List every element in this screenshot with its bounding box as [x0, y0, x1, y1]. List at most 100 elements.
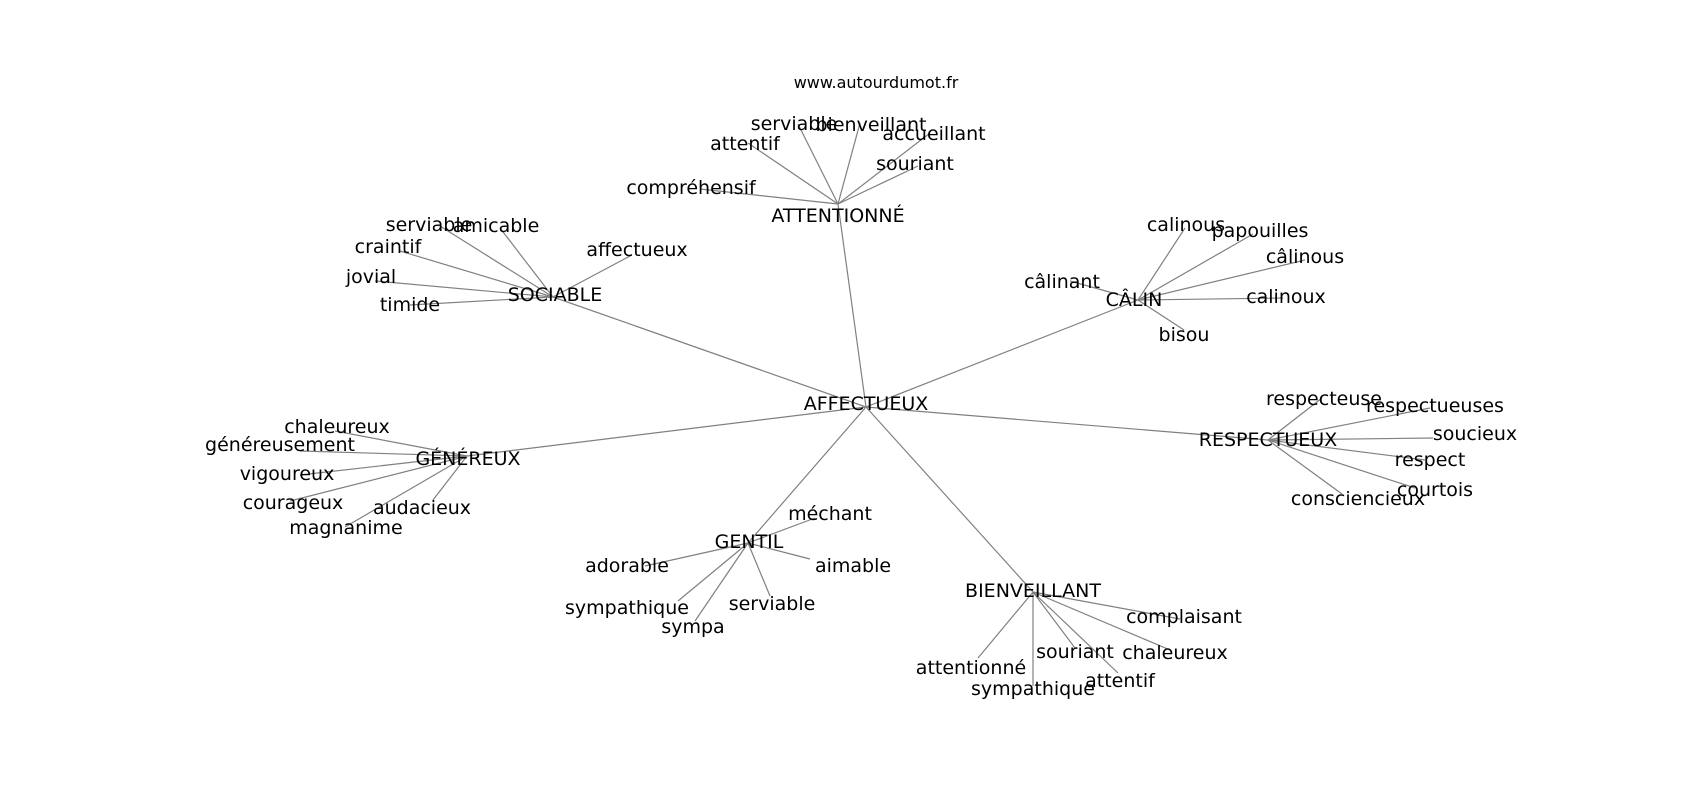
- edge-root-hub: [466, 406, 867, 457]
- word-node[interactable]: audacieux: [373, 497, 471, 519]
- edge-hub-word: [1267, 397, 1323, 441]
- word-node[interactable]: méchant: [788, 503, 872, 525]
- word-node[interactable]: calinous: [1147, 214, 1225, 236]
- hub-node[interactable]: RESPECTUEUX: [1199, 429, 1337, 451]
- word-node[interactable]: courageux: [243, 492, 344, 514]
- root-node[interactable]: AFFECTUEUX: [804, 393, 929, 415]
- word-node[interactable]: accueillant: [882, 123, 985, 145]
- word-node[interactable]: respecteuse: [1266, 388, 1382, 410]
- word-node[interactable]: généreusement: [205, 434, 355, 456]
- edge-hub-word: [837, 132, 931, 205]
- edge-hub-word: [1137, 299, 1185, 331]
- edge-root-hub: [837, 203, 867, 408]
- word-node[interactable]: timide: [380, 294, 440, 316]
- edge-hub-word: [552, 255, 631, 298]
- word-node[interactable]: aimable: [815, 555, 891, 577]
- edge-hub-word: [1032, 591, 1181, 620]
- edge-hub-word: [399, 250, 554, 298]
- word-node[interactable]: soucieux: [1433, 423, 1517, 445]
- edges: [289, 122, 1434, 686]
- edge-hub-word: [1267, 439, 1343, 495]
- edge-hub-word: [299, 450, 468, 457]
- word-node[interactable]: respect: [1395, 449, 1466, 471]
- word-node[interactable]: adorable: [585, 555, 669, 577]
- labels: AFFECTUEUXATTENTIONNÉserviablebienveilla…: [205, 113, 1517, 700]
- word-node[interactable]: amicable: [453, 215, 540, 237]
- word-node[interactable]: bisou: [1159, 324, 1210, 346]
- edge-hub-word: [677, 542, 749, 602]
- edge-hub-word: [699, 188, 839, 205]
- word-node[interactable]: câlinous: [1266, 246, 1344, 268]
- word-node[interactable]: souriant: [1036, 641, 1114, 663]
- edge-root-hub: [552, 296, 867, 408]
- edge-hub-word: [439, 225, 554, 298]
- edge-hub-word: [1137, 233, 1254, 301]
- edge-hub-word: [299, 455, 468, 476]
- edge-hub-word: [747, 142, 839, 205]
- edge-hub-word: [1137, 297, 1284, 301]
- edge-hub-word: [1267, 437, 1434, 441]
- word-node[interactable]: serviable: [729, 593, 816, 615]
- word-node[interactable]: craintif: [355, 236, 423, 258]
- edge-hub-word: [837, 165, 919, 205]
- word-node[interactable]: complaisant: [1126, 606, 1242, 628]
- hub-node[interactable]: ATTENTIONNÉ: [771, 204, 904, 227]
- word-node[interactable]: sympathique: [971, 678, 1095, 700]
- word-node[interactable]: attentif: [1085, 670, 1156, 692]
- edge-hub-word: [289, 455, 468, 502]
- edge-hub-word: [432, 455, 468, 501]
- word-node[interactable]: chaleureux: [1122, 642, 1228, 664]
- edge-hub-word: [344, 455, 468, 528]
- word-node[interactable]: bienveillant: [816, 114, 927, 136]
- edge-hub-word: [747, 517, 816, 544]
- edge-hub-word: [1267, 407, 1431, 441]
- edge-root-hub: [865, 299, 1139, 408]
- word-node[interactable]: jovial: [345, 266, 396, 288]
- word-node[interactable]: serviable: [751, 113, 838, 135]
- word-node[interactable]: calinoux: [1246, 286, 1326, 308]
- edge-hub-word: [499, 227, 554, 298]
- hub-node[interactable]: SOCIABLE: [508, 284, 603, 306]
- edge-hub-word: [1032, 591, 1076, 649]
- edge-hub-word: [747, 542, 771, 597]
- word-node[interactable]: sympathique: [565, 597, 689, 619]
- word-node[interactable]: respectueuses: [1366, 395, 1504, 417]
- edge-hub-word: [747, 542, 811, 560]
- word-node[interactable]: chaleureux: [284, 416, 390, 438]
- edge-root-hub: [865, 406, 1034, 593]
- word-node[interactable]: affectueux: [586, 239, 687, 261]
- edge-hub-word: [1137, 227, 1186, 301]
- word-node[interactable]: consciencieux: [1291, 488, 1425, 510]
- word-node[interactable]: sympa: [661, 616, 724, 638]
- word-node[interactable]: compréhensif: [626, 177, 757, 199]
- word-node[interactable]: magnanime: [289, 517, 402, 539]
- hub-node[interactable]: CÂLIN: [1106, 288, 1163, 311]
- site-label[interactable]: www.autourdumot.fr: [794, 73, 959, 92]
- edge-hub-word: [1032, 591, 1119, 674]
- edge-hub-word: [644, 542, 749, 567]
- edge-hub-word: [977, 591, 1034, 659]
- edge-hub-word: [1032, 591, 1171, 651]
- edge-hub-word: [694, 542, 749, 622]
- edge-root-hub: [747, 406, 867, 544]
- word-node[interactable]: papouilles: [1212, 220, 1309, 242]
- edge-hub-word: [334, 430, 468, 457]
- word-node[interactable]: attentionné: [916, 657, 1026, 679]
- edge-hub-word: [797, 123, 839, 205]
- edge-hub-word: [1267, 439, 1416, 489]
- edge-root-hub: [865, 406, 1269, 441]
- edge-hub-word: [409, 296, 554, 306]
- hub-node[interactable]: GÉNÉREUX: [415, 447, 520, 470]
- edge-hub-word: [1137, 259, 1306, 301]
- word-node[interactable]: serviable: [386, 214, 473, 236]
- word-node[interactable]: câlinant: [1024, 271, 1100, 293]
- word-node[interactable]: courtois: [1397, 479, 1473, 501]
- hub-node[interactable]: GENTIL: [715, 531, 784, 553]
- word-node[interactable]: souriant: [876, 153, 954, 175]
- edge-hub-word: [374, 280, 554, 298]
- edge-hub-word: [837, 122, 861, 205]
- word-node[interactable]: vigoureux: [240, 463, 335, 485]
- hub-node[interactable]: BIENVEILLANT: [965, 580, 1101, 602]
- word-node[interactable]: attentif: [710, 133, 781, 155]
